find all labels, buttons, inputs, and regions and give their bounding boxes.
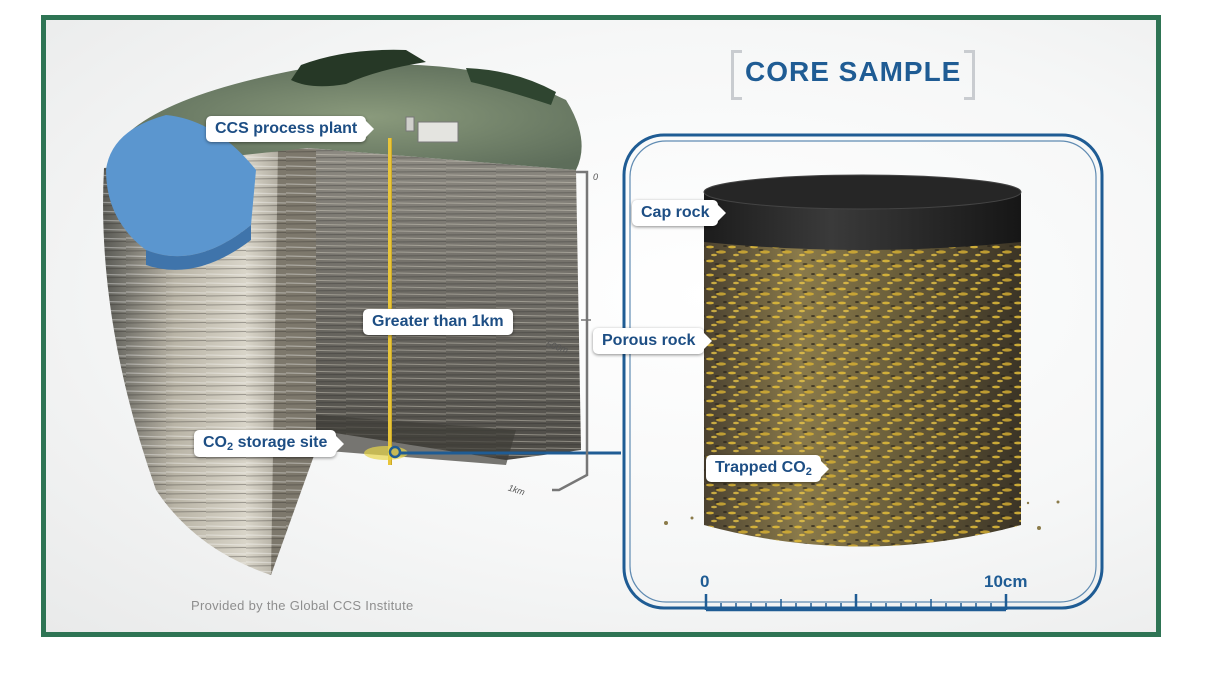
core-sample-title: CORE SAMPLE — [731, 50, 976, 100]
trapped-co2-text: Trapped CO — [715, 459, 806, 476]
depth-scale — [552, 170, 591, 492]
storage-site-subscript: 2 — [227, 441, 234, 453]
label-porous-rock-text: Porous rock — [602, 332, 696, 349]
core-sample-panel — [622, 133, 1104, 610]
bracket-right — [964, 50, 976, 100]
label-greater-than-1km: Greater than 1km — [363, 309, 513, 335]
label-ccs-process-plant: CCS process plant — [206, 116, 375, 142]
label-cap-rock-text: Cap rock — [641, 204, 710, 221]
core-ruler — [704, 594, 1008, 612]
credit-text: Provided by the Global CCS Institute — [191, 598, 414, 613]
ruler-label-end: 10cm — [984, 572, 1028, 591]
label-cap-rock: Cap rock — [632, 200, 727, 226]
ccs-illustration — [103, 49, 1104, 612]
ruler-label-start: 0 — [700, 572, 710, 591]
depth-label-0: 0 — [593, 172, 599, 182]
geology-cylinder — [103, 49, 621, 575]
bracket-left — [731, 50, 742, 100]
storage-site-co: CO — [203, 434, 227, 451]
trapped-co2-subscript: 2 — [805, 466, 812, 478]
core-title-text: CORE SAMPLE — [745, 56, 962, 87]
label-ccs-process-plant-text: CCS process plant — [215, 120, 358, 137]
core-cylinder — [664, 174, 1060, 547]
storage-site-text: storage site — [233, 434, 328, 451]
label-trapped-co2: Trapped CO2 — [706, 455, 829, 482]
label-porous-rock: Porous rock — [593, 328, 713, 354]
label-co2-storage-site: CO2 storage site — [194, 430, 345, 457]
label-greater-than-text: Greater than 1km — [372, 313, 504, 330]
diagram-frame: CORE SAMPLE CCS process plant Greater th… — [41, 15, 1161, 637]
